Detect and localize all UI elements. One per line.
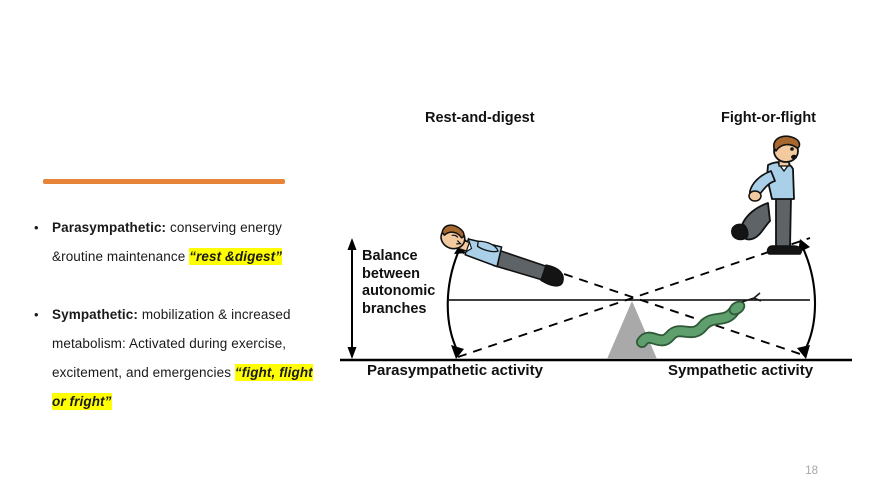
label-rest-and-digest: Rest-and-digest [425,110,535,126]
dashed-beam-fight-dominant [457,237,811,358]
bullet-body: conserving energy &routine maintenance [52,220,283,264]
right-swing-arc-arrow [797,239,817,359]
lying-man-shoe [540,264,564,287]
title-underline-rule [43,179,285,184]
running-man-rear-shoe [731,223,749,241]
lying-man-arm [476,240,499,253]
label-parasympathetic-activity: Parasympathetic activity [367,362,543,379]
running-man-hair [773,135,801,152]
bullet-body: mobilization & increased metabolism: Act… [52,307,291,380]
label-sympathetic-activity: Sympathetic activity [668,362,814,379]
running-man-front-shoe [766,245,802,255]
bullet-list: • Parasympathetic: conserving energy &ro… [30,213,330,416]
running-man-mouth [791,154,797,160]
page-number: 18 [805,465,818,477]
snake-tongue [741,297,755,303]
bullet-marker-icon: • [34,220,39,235]
label-balance-between-branches: Balance between autonomic branches [362,248,436,317]
lying-man-figure [440,224,564,287]
fulcrum-triangle [607,301,657,359]
snake-tongue-fork [753,292,762,302]
autonomic-balance-figure: Rest-and-digest Fight-or-flight Balance … [336,96,864,406]
running-man-figure [731,135,802,255]
bullet-highlight: “rest &digest” [189,248,283,265]
lying-man-nose [456,240,462,245]
snake-head [728,300,746,316]
list-item: • Parasympathetic: conserving energy &ro… [30,213,330,271]
list-item: • Sympathetic: mobilization & increased … [30,300,330,416]
running-man-fist [748,190,762,202]
label-fight-or-flight: Fight-or-flight [721,110,817,126]
bullet-term: Sympathetic: [52,307,138,322]
snake-figure [636,292,762,348]
lying-man-hair [441,224,465,239]
balance-range-arrow [347,238,357,359]
bullet-term: Parasympathetic: [52,220,167,235]
lying-man-eye [451,234,459,238]
running-man-eye [790,147,794,151]
bullet-marker-icon: • [34,307,39,322]
seesaw-diagram-svg [340,135,852,362]
running-man-front-leg [775,196,792,250]
dashed-beam-rest-dominant [457,237,807,357]
snake-body [637,306,739,347]
